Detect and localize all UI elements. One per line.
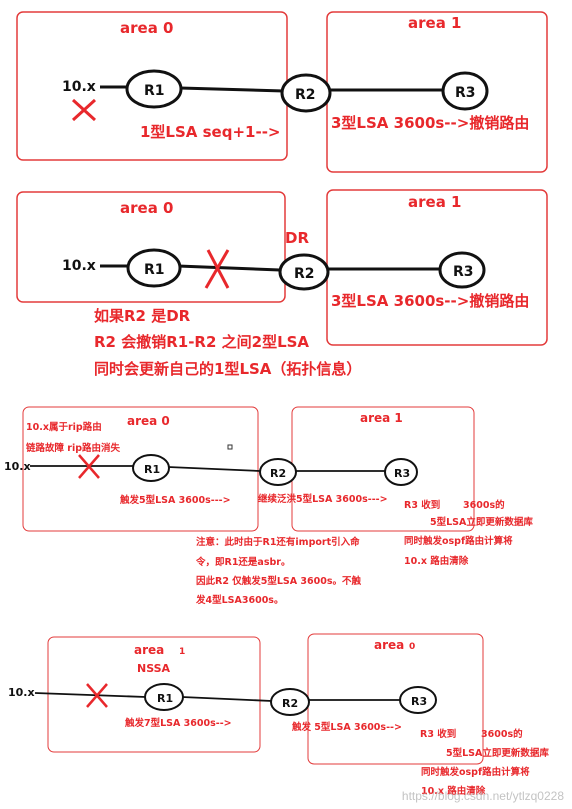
nssa-label: NSSA	[137, 662, 171, 675]
router-r3	[441, 71, 489, 111]
r3-note-line-2: 同时触发ospf路由计算将	[421, 766, 530, 778]
router-r1	[132, 454, 170, 482]
r3-label: R3	[394, 467, 410, 480]
area1-box	[326, 11, 548, 173]
net-label: 10.x	[62, 258, 96, 274]
r3-note-line-1: 5型LSA立即更新数据库	[446, 747, 549, 759]
area1-label: area 1	[408, 193, 461, 211]
area0-box	[22, 406, 259, 532]
router-r2	[270, 688, 310, 716]
asbr-note-line-4: 发4型LSA3600s。	[195, 594, 283, 606]
dr-note-line-2: R2 会撤销R1-R2 之间2型LSA	[94, 333, 309, 351]
dr-label: DR	[285, 229, 309, 247]
lsa-note-right: 3型LSA 3600s-->撤销路由	[331, 114, 529, 132]
r2-label: R2	[270, 467, 286, 480]
area1-box	[291, 406, 475, 532]
area0-label-word: area	[374, 638, 404, 652]
asbr-note-line-2: 令，即R1还是asbr。	[195, 556, 290, 568]
r1-trigger-note: 触发5型LSA 3600s--->	[119, 494, 231, 506]
section-1: area 0 area 1 10.x R1 R2 R3 1型LSA seq+1-…	[16, 11, 548, 173]
area0-label-num: 0	[409, 642, 415, 652]
failure-x-mark	[86, 683, 108, 708]
asbr-note-line-1: 注意：此时由于R1还有import引入命	[196, 536, 360, 548]
r2-label: R2	[295, 87, 316, 103]
r2-label: R2	[294, 266, 315, 282]
area0-box	[16, 191, 286, 303]
area0-label: area 0	[120, 199, 173, 217]
net-link	[34, 692, 147, 698]
r2-trigger-note: 触发 5型LSA 3600s-->	[291, 721, 402, 733]
area1-label-num: 1	[179, 647, 185, 657]
r1-label: R1	[144, 463, 160, 476]
r2-flood-note: 继续泛洪5型LSA 3600s--->	[258, 493, 388, 505]
r1-label: R1	[157, 692, 173, 705]
lsa-note-right: 3型LSA 3600s-->撤销路由	[331, 292, 529, 310]
router-r1	[125, 69, 183, 109]
section-4: area 1 NSSA area 0 10.x R1 R2 R3 触发7型LSA…	[8, 633, 549, 797]
area1-label: area 1	[408, 14, 461, 32]
r3-label: R3	[411, 695, 427, 708]
net-label: 10.x	[8, 686, 35, 699]
area0-label: area 0	[127, 414, 170, 428]
r1-label: R1	[144, 83, 165, 99]
r3-label: R3	[455, 85, 476, 101]
net-label: 10.x	[4, 460, 31, 473]
failure-x-mark	[71, 98, 97, 122]
area1-nssa-box	[47, 636, 261, 753]
small-square-marker	[227, 444, 233, 450]
section-2: area 0 area 1 DR 10.x R1 R2 R3 3型LSA 360…	[16, 189, 548, 378]
router-r3	[399, 686, 437, 714]
section-3: area 0 area 1 10.x属于rip路由 链路故障 rip路由消失 1…	[4, 406, 533, 606]
r3-recv: R3 收到	[420, 728, 456, 740]
r3-note-line-2: 同时触发ospf路由计算将	[404, 535, 513, 547]
area0-box	[307, 633, 484, 765]
rip-note-line-1: 10.x属于rip路由	[26, 421, 102, 433]
lsa-note-left: 1型LSA seq+1-->	[140, 123, 281, 141]
router-r1	[126, 248, 182, 288]
area1-label-word: area	[134, 643, 164, 657]
r3-recv: R3 收到	[404, 499, 440, 511]
router-r2	[278, 253, 330, 291]
r3-note-line-3: 10.x 路由清除	[421, 785, 486, 797]
area0-label: area 0	[120, 19, 173, 37]
router-r3	[384, 458, 418, 486]
r3-label: R3	[453, 264, 474, 280]
r1-r2-link	[179, 86, 285, 93]
dr-note-line-3: 同时会更新自己的1型LSA（拓扑信息）	[94, 360, 361, 378]
watermark: https://blog.csdn.net/ytlzq0228	[402, 789, 564, 803]
r1-trigger-note: 触发7型LSA 3600s-->	[124, 717, 232, 729]
r3-note-line-1: 5型LSA立即更新数据库	[430, 516, 533, 528]
rip-note-line-2: 链路故障 rip路由消失	[26, 442, 121, 454]
r1-r2-link	[167, 466, 261, 472]
r1-r2-link	[177, 264, 281, 272]
net-label: 10.x	[62, 79, 96, 95]
r3-time: 3600s的	[481, 728, 523, 740]
dr-note-line-1: 如果R2 是DR	[94, 307, 191, 325]
failure-x-mark	[78, 454, 100, 479]
router-r3	[438, 251, 486, 289]
r1-r2-link	[181, 696, 273, 702]
r3-time: 3600s的	[463, 499, 505, 511]
asbr-note-line-3: 因此R2 仅触发5型LSA 3600s。不触	[196, 575, 361, 587]
r2-label: R2	[282, 697, 298, 710]
router-r2	[259, 458, 297, 486]
router-r1	[144, 683, 184, 711]
failure-x-mark	[204, 249, 230, 289]
area1-label: area 1	[360, 411, 403, 425]
router-r2	[280, 73, 332, 113]
r3-note-line-3: 10.x 路由清除	[404, 555, 469, 567]
r1-label: R1	[144, 262, 165, 278]
